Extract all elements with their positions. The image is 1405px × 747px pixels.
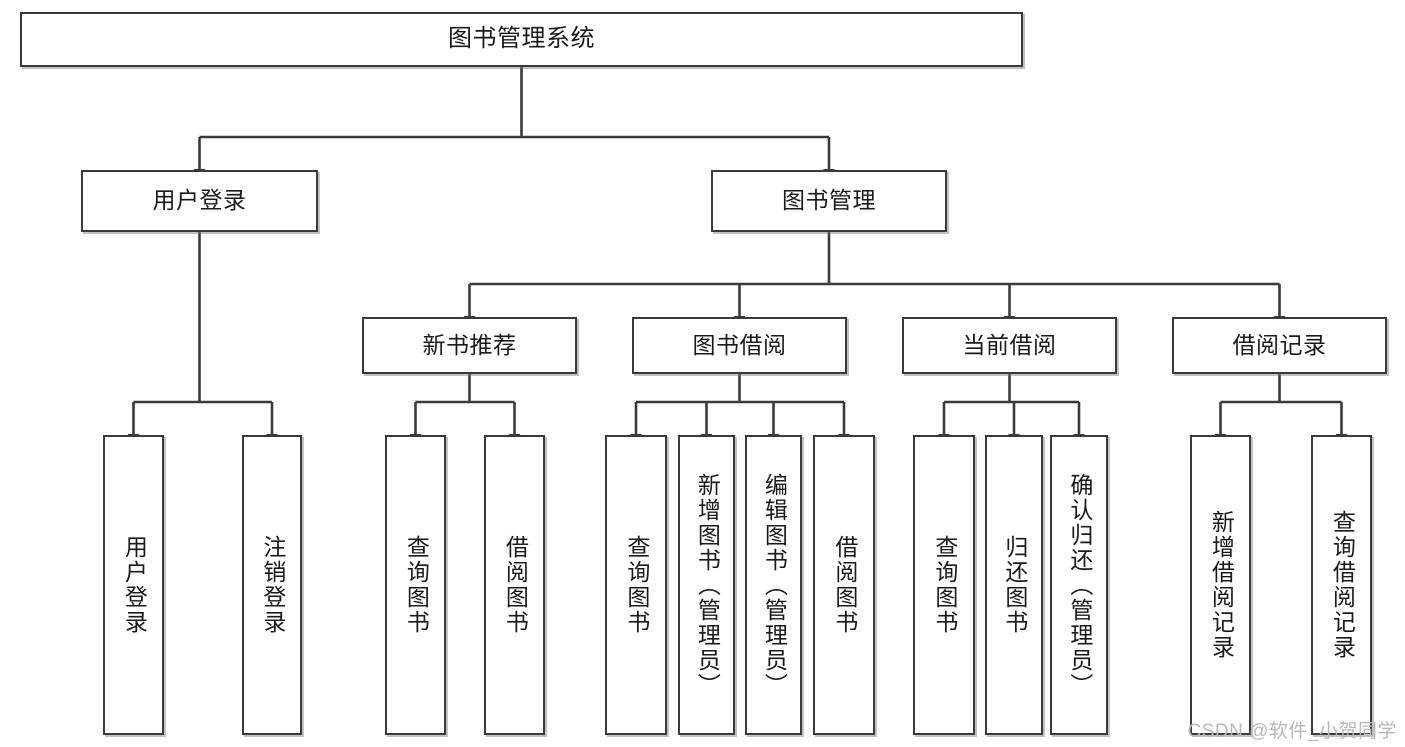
node-leaf-query-book-1[interactable]: 查询图书: [385, 435, 446, 735]
node-user-login-label: 用户登录: [152, 187, 247, 214]
node-leaf-query-record[interactable]: 查询借阅记录: [1311, 435, 1372, 735]
node-new-book-rec[interactable]: 新书推荐: [362, 317, 577, 374]
node-current-borrow-label: 当前借阅: [962, 331, 1057, 358]
node-borrow-record-label: 借阅记录: [1232, 331, 1327, 358]
node-new-book-rec-label: 新书推荐: [422, 331, 517, 358]
node-leaf-return-book-label: 归还图书: [1001, 535, 1028, 635]
node-root[interactable]: 图书管理系统: [20, 12, 1023, 67]
node-book-borrow[interactable]: 图书借阅: [632, 317, 847, 374]
node-leaf-borrow-book-1-label: 借阅图书: [502, 535, 529, 635]
node-borrow-record[interactable]: 借阅记录: [1172, 317, 1387, 374]
node-leaf-borrow-book-2[interactable]: 借阅图书: [813, 435, 875, 735]
node-leaf-add-record-label: 新增借阅记录: [1208, 510, 1235, 660]
node-leaf-return-book[interactable]: 归还图书: [985, 435, 1043, 735]
node-leaf-confirm-return-label: 确认归还（管理员）: [1066, 472, 1093, 698]
node-leaf-add-record[interactable]: 新增借阅记录: [1190, 435, 1251, 735]
node-book-manage[interactable]: 图书管理: [711, 170, 947, 232]
node-leaf-edit-book[interactable]: 编辑图书（管理员）: [745, 435, 802, 735]
node-leaf-query-book-2[interactable]: 查询图书: [605, 435, 667, 735]
node-leaf-borrow-book-1[interactable]: 借阅图书: [484, 435, 545, 735]
node-leaf-borrow-book-2-label: 借阅图书: [831, 535, 858, 635]
node-leaf-query-book-3[interactable]: 查询图书: [913, 435, 975, 735]
node-leaf-query-book-1-label: 查询图书: [403, 535, 430, 635]
watermark: CSDN @软件_小贺同学: [1187, 721, 1397, 742]
node-leaf-confirm-return[interactable]: 确认归还（管理员）: [1050, 435, 1108, 735]
node-book-manage-label: 图书管理: [782, 187, 876, 214]
node-leaf-add-book[interactable]: 新增图书（管理员）: [678, 435, 735, 735]
node-leaf-edit-book-label: 编辑图书（管理员）: [761, 472, 788, 698]
node-leaf-user-logout[interactable]: 注销登录: [242, 435, 302, 735]
node-leaf-user-login[interactable]: 用户登录: [103, 435, 164, 735]
node-root-label: 图书管理系统: [448, 25, 595, 53]
node-user-login[interactable]: 用户登录: [81, 170, 318, 232]
node-leaf-query-record-label: 查询借阅记录: [1329, 510, 1356, 660]
node-current-borrow[interactable]: 当前借阅: [902, 317, 1117, 374]
node-book-borrow-label: 图书借阅: [692, 331, 787, 358]
node-leaf-query-book-2-label: 查询图书: [623, 535, 650, 635]
node-leaf-query-book-3-label: 查询图书: [931, 535, 958, 635]
node-leaf-add-book-label: 新增图书（管理员）: [694, 472, 721, 698]
node-leaf-user-logout-label: 注销登录: [259, 535, 286, 635]
node-leaf-user-login-label: 用户登录: [121, 535, 148, 635]
